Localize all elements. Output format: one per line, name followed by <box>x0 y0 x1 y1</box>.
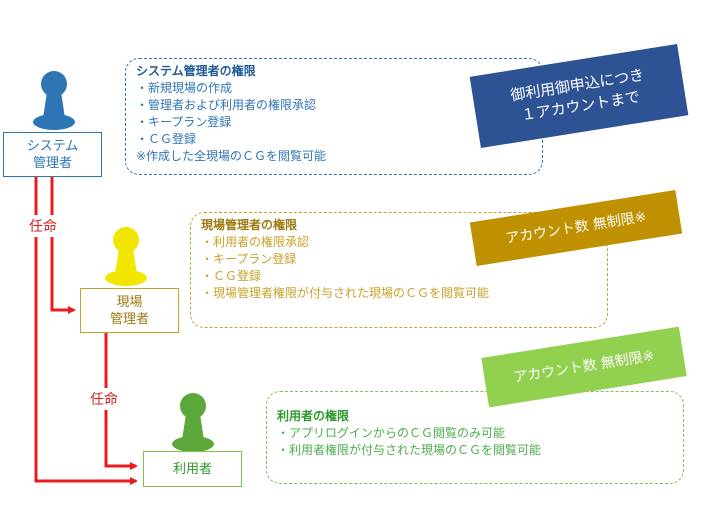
permission-item: ・ＣＧ登録 <box>201 269 262 283</box>
permission-note: ※作成した全現場のＣＧを閲覧可能 <box>136 149 327 163</box>
system-admin-label-2: 管理者 <box>32 155 72 171</box>
arrow-site-to-user <box>104 332 138 470</box>
appoint-label: 任命 <box>27 215 59 237</box>
permission-item: ・キープラン登録 <box>136 115 232 129</box>
user-label: 利用者 <box>172 461 212 477</box>
permission-item: ・管理者および利用者の権限承認 <box>136 98 317 112</box>
permissions-title: 現場管理者の権限 <box>201 218 298 232</box>
site-admin-box: 現場 管理者 <box>80 288 179 333</box>
banner-text: アカウント数 無制限※ <box>512 347 656 386</box>
permission-item: ・新規現場の作成 <box>136 81 233 95</box>
permission-item: ・現場管理者権限が付与された現場のＣＧを閲覧可能 <box>201 286 490 300</box>
system-admin-box: システム 管理者 <box>3 132 102 177</box>
user-permissions: 利用者の権限 ・アプリログインからのＣＧ閲覧のみ可能 ・利用者権限が付与された現… <box>266 391 684 484</box>
permission-item: ・キープラン登録 <box>201 252 297 266</box>
system-admin-person-icon <box>33 71 75 130</box>
permission-item: ・アプリログインからのＣＧ閲覧のみ可能 <box>277 426 506 440</box>
arrow-system-to-user <box>34 176 138 485</box>
permission-item: ・利用者権限が付与された現場のＣＧを閲覧可能 <box>277 443 542 457</box>
permission-item: ・ＣＧ登録 <box>136 132 197 146</box>
appoint-label: 任命 <box>88 388 120 410</box>
user-box: 利用者 <box>143 451 242 487</box>
user-person-icon <box>172 393 214 452</box>
permission-item: ・利用者の権限承認 <box>201 235 310 249</box>
arrow-system-to-site <box>50 176 76 314</box>
permissions-title: 利用者の権限 <box>277 409 350 423</box>
permissions-title: システム管理者の権限 <box>136 64 256 78</box>
system-admin-label-1: システム <box>26 138 79 154</box>
site-admin-label-2: 管理者 <box>109 311 149 327</box>
site-admin-person-icon <box>105 227 147 286</box>
site-admin-label-1: 現場 <box>116 294 143 310</box>
